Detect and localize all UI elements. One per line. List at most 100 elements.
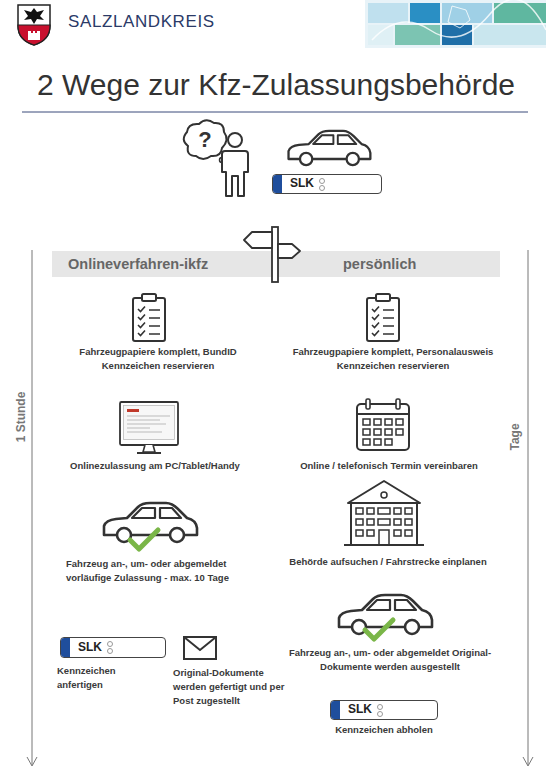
calendar-icon xyxy=(357,404,409,450)
building-icon xyxy=(367,508,374,514)
organisation-name: SALZLANDKREIS xyxy=(68,11,268,33)
step-text: Fahrzeug an-, um- oder abgemeldet vorläu… xyxy=(66,557,261,585)
monitor-icon xyxy=(120,402,178,453)
step-text: Kennzeichen abholen xyxy=(309,723,459,737)
building-icon xyxy=(344,481,424,545)
check-mark xyxy=(130,530,158,549)
coat-of-arms xyxy=(18,5,50,45)
monitor-icon xyxy=(127,416,170,432)
calendar-icon xyxy=(363,429,370,435)
header-image xyxy=(442,25,472,45)
plate-sticker xyxy=(377,711,383,717)
eu-band xyxy=(273,175,282,193)
signpost xyxy=(272,227,278,282)
column-title: persönlich xyxy=(343,251,500,277)
calendar-icon xyxy=(396,399,400,409)
time-arrow xyxy=(528,250,529,765)
monitor-icon xyxy=(124,406,175,440)
time-axis-label: 1 Stunde xyxy=(14,392,28,443)
building-icon xyxy=(367,519,374,525)
building-icon xyxy=(405,508,412,514)
column-header: Onlineverfahren-ikfz xyxy=(52,251,272,277)
step-text: Fahrzeug an-, um- oder abgemeldet Origin… xyxy=(285,646,495,674)
envelope-icon xyxy=(184,637,216,659)
plate-sticker xyxy=(107,641,113,647)
signpost xyxy=(244,227,300,282)
calendar-icon xyxy=(374,419,381,425)
building-icon xyxy=(394,519,401,525)
step-text: Online / telefonisch Termin vereinbaren xyxy=(279,459,499,473)
time-arrow xyxy=(523,757,533,766)
envelope-icon xyxy=(184,637,216,659)
thinking-person xyxy=(228,133,242,147)
building-icon xyxy=(394,508,401,514)
building-icon xyxy=(367,530,374,536)
header-image xyxy=(410,3,440,23)
calendar-icon xyxy=(357,399,409,450)
calendar-icon xyxy=(366,399,370,409)
step-text: Original-Dokumente werden gefertigt und … xyxy=(173,666,285,708)
eu-band xyxy=(61,638,70,657)
question-mark: ? xyxy=(193,126,217,154)
column-header: persönlich xyxy=(278,251,500,277)
coat-of-arms xyxy=(24,8,44,24)
building-icon xyxy=(378,519,390,525)
header-image xyxy=(474,25,546,45)
time-arrow xyxy=(27,757,37,766)
building-icon xyxy=(356,508,412,545)
plate-text: SLK xyxy=(78,638,102,656)
signpost xyxy=(278,244,300,258)
coat-of-arms xyxy=(28,31,40,40)
column-title: Onlineverfahren-ikfz xyxy=(68,251,272,277)
time-arrow xyxy=(27,250,533,766)
calendar-icon xyxy=(385,439,392,445)
plate-sticker xyxy=(319,178,325,184)
signpost xyxy=(244,232,272,248)
building-icon xyxy=(381,492,387,498)
envelope-icon xyxy=(184,637,216,650)
calendar-icon xyxy=(396,419,403,425)
car-icon xyxy=(289,131,371,165)
building-icon xyxy=(405,530,412,536)
step-text: Onlinezulassung am PC/Tablet/Handy xyxy=(45,459,265,473)
check-mark xyxy=(365,620,393,639)
monitor-icon xyxy=(127,409,139,412)
building-icon xyxy=(351,503,417,545)
building-icon xyxy=(356,508,363,514)
eu-band xyxy=(331,701,340,719)
building-icon xyxy=(356,530,363,536)
header-image xyxy=(395,25,440,45)
header-image xyxy=(365,0,546,48)
checklist-icon xyxy=(133,294,165,341)
thinking-person xyxy=(184,120,227,159)
calendar-icon xyxy=(396,429,403,435)
time-axis-label: Tage xyxy=(508,423,522,450)
building-icon xyxy=(344,544,424,546)
plate-sticker xyxy=(319,185,325,191)
calendar-icon xyxy=(363,419,403,445)
license-plate: SLK xyxy=(330,700,438,720)
header-image xyxy=(368,3,408,23)
time-arrow xyxy=(32,250,33,765)
step-text: Kennzeichen anfertigen xyxy=(57,664,132,692)
header-image xyxy=(365,0,546,48)
building-icon xyxy=(348,481,420,503)
page-title: 2 Wege zur Kfz-Zulassungsbehörde xyxy=(18,66,534,104)
plate-text: SLK xyxy=(348,701,372,718)
step-text: Fahrzeugpapiere komplett, BundID Kennzei… xyxy=(58,345,258,373)
thinking-person xyxy=(184,120,248,196)
checklist-icon xyxy=(367,294,399,341)
calendar-icon xyxy=(374,439,381,445)
monitor-icon xyxy=(120,402,178,445)
plate-text: SLK xyxy=(290,175,314,192)
step-text: Fahrzeugpapiere komplett, Personalauswei… xyxy=(273,345,513,373)
header-image xyxy=(494,3,546,23)
building-icon xyxy=(379,530,389,545)
calendar-icon xyxy=(357,413,409,415)
header-image xyxy=(448,6,470,28)
header-image xyxy=(368,25,393,45)
license-plate: SLK xyxy=(60,637,166,658)
coat-of-arms xyxy=(18,25,50,45)
